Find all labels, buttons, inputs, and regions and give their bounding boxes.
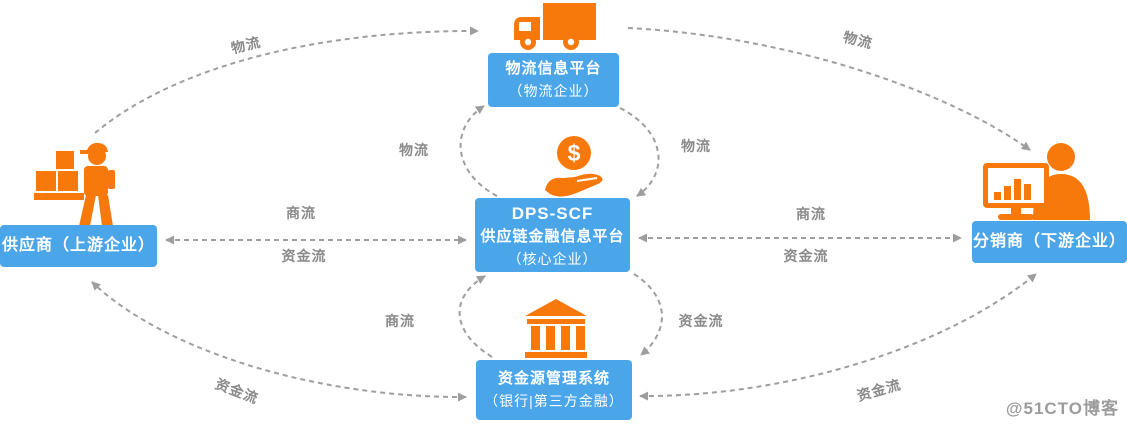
arc-supplier-to-logistics [94, 26, 479, 134]
supplier-label: 供应商（上游企业） [1, 237, 155, 254]
logistics-subtitle: （物流企业） [508, 82, 599, 99]
flow-label-capital-bottom: 资金流 [678, 313, 724, 329]
node-supplier: 供应商（上游企业） [0, 225, 157, 267]
watermark-51cto: @51CTO博客 [1005, 399, 1119, 418]
delivery-truck-icon [514, 3, 596, 50]
logistics-title: 物流信息平台 [505, 60, 602, 78]
funds-subtitle: （银行|第三方金融） [484, 392, 624, 409]
flow-label-commerce-bottom: 商流 [385, 313, 415, 329]
arc-funds-supplier [91, 281, 467, 402]
platform-line2: 供应链金融信息平台 [480, 228, 625, 245]
coin-in-hand-icon: $ [545, 136, 603, 197]
curve-funds-to-platform [458, 275, 493, 358]
platform-title: DPS-SCF [511, 203, 594, 223]
coin-dollar-symbol: $ [568, 140, 581, 166]
node-scf-platform: DPS-SCF 供应链金融信息平台 （核心企业） [475, 198, 630, 272]
flow-label-logistics-mid-right: 物流 [681, 138, 711, 154]
analyst-with-monitor-icon [983, 143, 1090, 220]
curve-platform-to-funds [633, 273, 663, 356]
node-logistics-platform: 物流信息平台 （物流企业） [488, 53, 619, 107]
funds-title: 资金源管理系统 [497, 370, 610, 388]
arc-logistics-to-distributor [627, 27, 1031, 151]
node-distributor: 分销商（下游企业） [972, 221, 1127, 263]
flow-label-commerce-left: 商流 [286, 205, 316, 221]
flow-label-commerce-right: 商流 [796, 206, 826, 222]
flow-label-logistics-mid-left: 物流 [399, 142, 429, 158]
curve-logistics-to-platform [619, 107, 660, 197]
platform-subtitle: （核心企业） [507, 250, 598, 267]
distributor-label: 分销商（下游企业） [972, 233, 1126, 250]
bank-building-icon [525, 299, 587, 358]
flow-label-capital-left: 资金流 [281, 248, 327, 264]
curve-platform-to-logistics [459, 105, 498, 197]
node-funds-system: 资金源管理系统 （银行|第三方金融） [476, 360, 632, 420]
arc-funds-distributor [639, 273, 1037, 401]
worker-carrying-boxes-icon [34, 142, 115, 226]
flow-label-capital-right: 资金流 [783, 248, 829, 264]
